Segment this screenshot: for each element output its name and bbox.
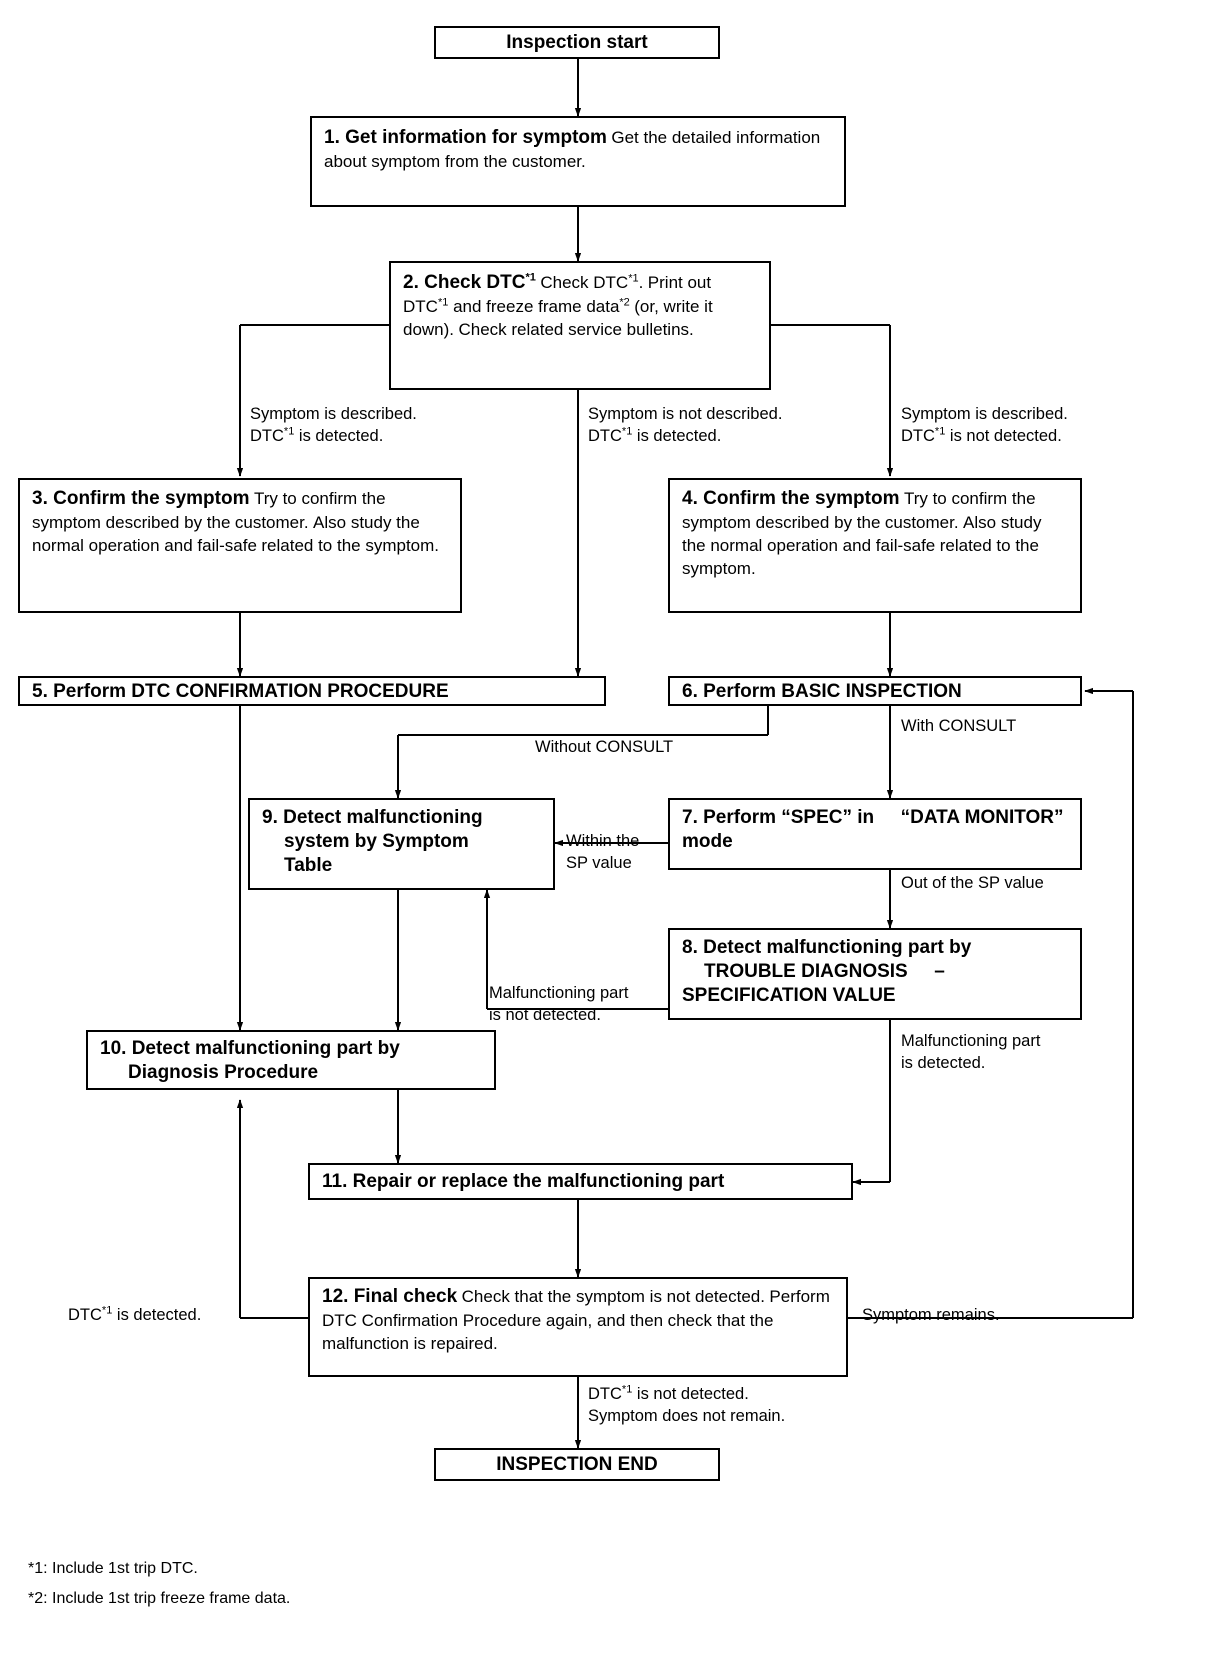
node-7-title-line-1: 7. Perform “SPEC” in bbox=[682, 807, 875, 828]
edge-label-right-branch: Symptom is described. DTC*1 is not detec… bbox=[901, 403, 1068, 447]
node-12-title: 12. Final check bbox=[322, 1286, 458, 1307]
node-2-body-line-1: Check DTC*1. bbox=[540, 272, 644, 292]
node-4-body-line-3: Also study the normal operation and fail… bbox=[682, 513, 1042, 555]
edge-label-with-consult: With CONSULT bbox=[901, 717, 1017, 735]
edge-label-end-line-1: DTC*1 is not detected. bbox=[588, 1383, 749, 1403]
node-1-body: Get the detailed information about sympt… bbox=[324, 128, 821, 171]
edge-label-left-line-1: Symptom is described. bbox=[250, 405, 417, 423]
node-1-title: 1. Get information for symptom bbox=[324, 127, 607, 148]
edge-label-part-not-detected-line-1: Malfunctioning part bbox=[489, 984, 629, 1002]
edge-label-right-line-1: Symptom is described. bbox=[901, 405, 1068, 423]
node-8-title-line-1: 8. Detect malfunctioning part by bbox=[682, 937, 972, 958]
node-6-title: 6. Perform BASIC INSPECTION bbox=[682, 681, 962, 702]
edge-label-end-line-2: Symptom does not remain. bbox=[588, 1407, 786, 1425]
node-6-basic-inspection[interactable]: 6. Perform BASIC INSPECTION bbox=[668, 676, 1082, 706]
node-inspection-start-label: Inspection start bbox=[506, 32, 648, 53]
node-2-check-dtc[interactable]: 2. Check DTC*1 Check DTC*1. Print out DT… bbox=[389, 261, 771, 390]
footnote-2: *2: Include 1st trip freeze frame data. bbox=[28, 1590, 291, 1607]
edge-label-within-sp-line-1: Within the bbox=[566, 832, 640, 850]
node-inspection-start[interactable]: Inspection start bbox=[434, 26, 720, 59]
node-10-title-line-2: Diagnosis Procedure bbox=[128, 1062, 319, 1083]
node-9-symptom-table[interactable]: 9. Detect malfunctioning system by Sympt… bbox=[248, 798, 555, 890]
node-5-title: 5. Perform DTC CONFIRMATION PROCEDURE bbox=[32, 681, 449, 702]
node-3-title: 3. Confirm the symptom bbox=[32, 488, 250, 509]
node-3-body-line-2: customer. bbox=[234, 513, 309, 532]
footnote-1: *1: Include 1st trip DTC. bbox=[28, 1560, 198, 1577]
node-inspection-end[interactable]: INSPECTION END bbox=[434, 1448, 720, 1481]
edge-label-middle-line-1: Symptom is not described. bbox=[588, 405, 783, 423]
node-7-perform-spec[interactable]: 7. Perform “SPEC” in “DATA MONITOR” mode bbox=[668, 798, 1082, 870]
node-2-body-line-4: Check related service bulletins. bbox=[458, 320, 694, 339]
edge-label-without-consult: Without CONSULT bbox=[535, 738, 674, 756]
node-12-body-line-3: check that the malfunction is repaired. bbox=[322, 1311, 774, 1353]
edge-label-middle-branch: Symptom is not described. DTC*1 is detec… bbox=[588, 403, 782, 447]
node-3-body-line-1: Try to confirm the symptom described by … bbox=[32, 489, 386, 532]
edge-label-inspection-end-condition: DTC*1 is not detected. Symptom does not … bbox=[588, 1383, 785, 1427]
edge-label-right-line-2: DTC*1 is not detected. bbox=[901, 425, 1062, 445]
edge-label-dtc-is-detected: DTC*1 is detected. bbox=[68, 1304, 202, 1324]
edge-label-within-sp-value: Within the SP value bbox=[566, 830, 639, 874]
edge-label-middle-line-2: DTC*1 is detected. bbox=[588, 425, 722, 445]
node-2-title: 2. Check DTC*1 bbox=[403, 271, 536, 293]
node-12-final-check[interactable]: 12. Final check Check that the symptom i… bbox=[308, 1277, 848, 1377]
node-3-body-line-4: related to the symptom. bbox=[261, 536, 440, 555]
edge-label-left-line-2: DTC*1 is detected. bbox=[250, 425, 384, 445]
edge-label-part-detected-line-2: is detected. bbox=[901, 1054, 986, 1072]
node-9-title-line-3: Table bbox=[284, 855, 333, 876]
node-3-body-line-3: Also study the normal operation and fail… bbox=[32, 513, 420, 555]
node-8-title-line-3: – SPECIFICATION VALUE bbox=[682, 961, 945, 1006]
edge-label-part-not-detected-line-2: is not detected. bbox=[489, 1006, 601, 1024]
node-11-title: 11. Repair or replace the malfunctioning… bbox=[322, 1171, 725, 1192]
node-4-body-line-2: customer. bbox=[884, 513, 959, 532]
node-1-get-information[interactable]: 1. Get information for symptom Get the d… bbox=[310, 116, 846, 207]
node-4-body-line-4: related to the symptom. bbox=[682, 536, 1039, 578]
node-5-dtc-confirmation-procedure[interactable]: 5. Perform DTC CONFIRMATION PROCEDURE bbox=[18, 676, 606, 706]
edge-label-left-branch: Symptom is described. DTC*1 is detected. bbox=[250, 403, 417, 447]
node-9-title-line-1: 9. Detect malfunctioning bbox=[262, 807, 483, 828]
edge-label-symptom-remains: Symptom remains. bbox=[862, 1306, 1000, 1324]
node-2-body-line-3: (or, write it down). bbox=[403, 297, 713, 339]
node-4-title: 4. Confirm the symptom bbox=[682, 488, 900, 509]
edge-label-within-sp-line-2: SP value bbox=[566, 854, 632, 872]
node-7-title-line-2: “DATA MONITOR” mode bbox=[682, 807, 1064, 852]
edge-label-part-not-detected: Malfunctioning part is not detected. bbox=[489, 982, 628, 1026]
edge-label-part-detected: Malfunctioning part is detected. bbox=[901, 1030, 1040, 1074]
node-10-diagnosis-procedure[interactable]: 10. Detect malfunctioning part by Diagno… bbox=[86, 1030, 496, 1090]
node-9-title-line-2: system by Symptom bbox=[284, 831, 469, 852]
node-8-title-line-2: TROUBLE DIAGNOSIS bbox=[704, 961, 908, 982]
node-2-body-line-2: Print out DTC*1 and freeze frame data*2 bbox=[403, 273, 712, 316]
node-3-confirm-symptom[interactable]: 3. Confirm the symptom Try to confirm th… bbox=[18, 478, 462, 613]
node-12-body-line-2: Perform DTC Confirmation Procedure again… bbox=[322, 1287, 830, 1330]
node-8-trouble-diagnosis[interactable]: 8. Detect malfunctioning part by TROUBLE… bbox=[668, 928, 1082, 1020]
node-10-title-line-1: 10. Detect malfunctioning part by bbox=[100, 1038, 400, 1059]
edge-label-out-of-sp-value: Out of the SP value bbox=[901, 874, 1044, 892]
node-inspection-end-label: INSPECTION END bbox=[496, 1454, 658, 1475]
node-12-body-line-1: Check that the symptom is not detected. bbox=[461, 1287, 765, 1306]
edge-label-part-detected-line-1: Malfunctioning part bbox=[901, 1032, 1041, 1050]
node-4-confirm-symptom[interactable]: 4. Confirm the symptom Try to confirm th… bbox=[668, 478, 1082, 613]
node-4-body-line-1: Try to confirm the symptom described by … bbox=[682, 489, 1036, 532]
node-11-repair-replace[interactable]: 11. Repair or replace the malfunctioning… bbox=[308, 1163, 853, 1200]
